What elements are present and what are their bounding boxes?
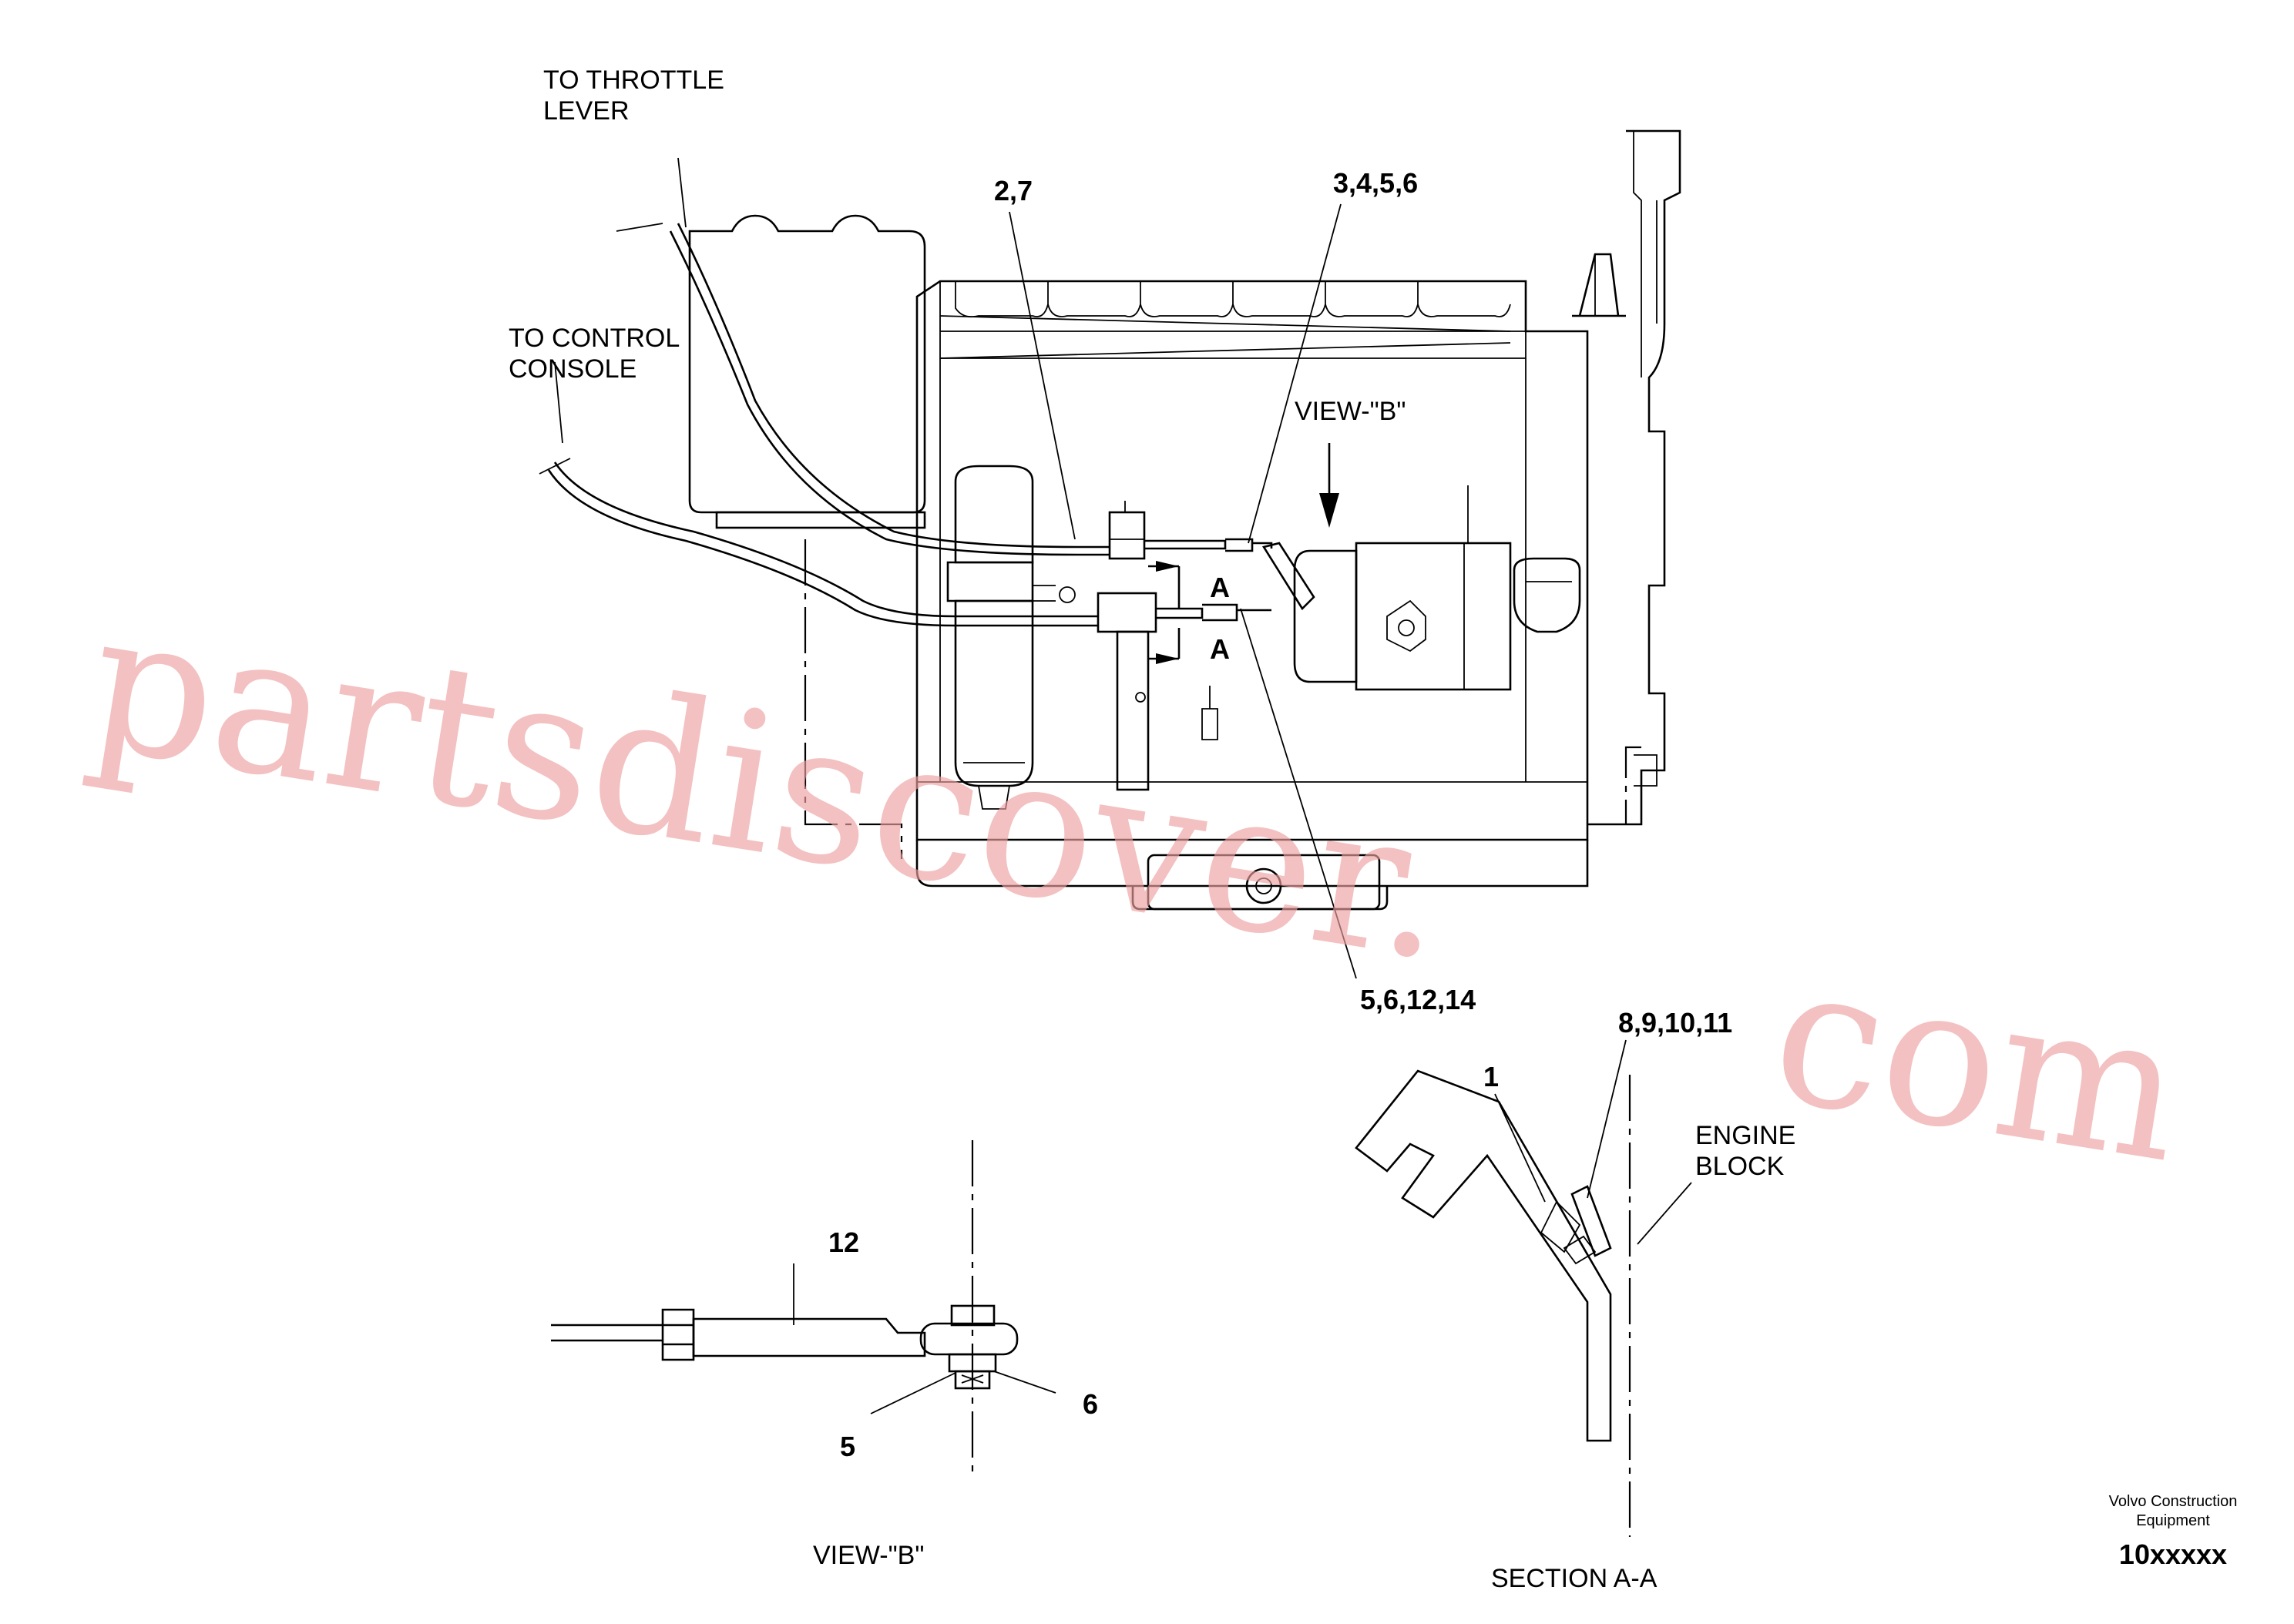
callout-8-9-10-11: 8,9,10,11 (1618, 1007, 1732, 1038)
leader-3-4-5-6 (1248, 203, 1342, 544)
engine-drawing (539, 129, 1681, 979)
leader-8-9-10-11 (1587, 1039, 1627, 1199)
label-engine: ENGINE (1695, 1121, 1795, 1150)
section-marker-a-bottom: A (1210, 633, 1230, 665)
cone-fitting (1572, 253, 1626, 317)
callout-5-6-12-14: 5,6,12,14 (1360, 984, 1476, 1015)
callout-12: 12 (828, 1226, 859, 1258)
exhaust-pipe-inner (1633, 131, 1658, 377)
brand-line-2: Equipment (2136, 1512, 2210, 1529)
leader-2-7 (1009, 211, 1076, 540)
callout-2-7: 2,7 (994, 175, 1033, 206)
throttle-cable-2 (669, 230, 1110, 556)
valve-cover (955, 281, 1511, 318)
section-marker-a-top: A (1210, 572, 1230, 603)
callout-6: 6 (1083, 1388, 1098, 1420)
pump-lever (1261, 542, 1315, 611)
brand-line-1: Volvo Construction (2109, 1493, 2238, 1510)
label-block: BLOCK (1695, 1152, 1785, 1181)
caption-view-b: VIEW-"B" (813, 1541, 924, 1570)
section-a-markers (1148, 561, 1181, 664)
drain-plug-inner (1255, 877, 1272, 894)
watermark-line-1: partsdiscover. (76, 568, 1464, 1003)
control-cable (553, 461, 1098, 618)
reservoir-outline (688, 214, 926, 514)
injection-pump (1293, 485, 1581, 691)
label-to-control-2: CONSOLE (509, 354, 636, 384)
label-view-b-top: VIEW-"B" (1295, 397, 1406, 426)
bracket-hole (1135, 692, 1146, 703)
exhaust-pipe (1587, 129, 1681, 826)
view-b-arrowhead (1319, 493, 1339, 528)
tick-console (539, 458, 571, 475)
cable-end-lower (1156, 603, 1271, 622)
fuel-filter (946, 465, 1076, 810)
engine-block-outline (915, 280, 1589, 841)
callout-1: 1 (1483, 1061, 1499, 1092)
callout-3-4-5-6: 3,4,5,6 (1333, 167, 1418, 199)
watermark-line-2: com (1760, 921, 2197, 1206)
leader-5-6-12-14 (1240, 608, 1357, 979)
callout-5: 5 (840, 1431, 855, 1462)
cable-end-upper (1144, 538, 1273, 552)
centerline-frame (804, 539, 903, 859)
block-line (939, 315, 1511, 332)
label-to-control-1: TO CONTROL (509, 324, 680, 353)
oil-pan-lower (1147, 854, 1381, 911)
leader-5 (870, 1372, 956, 1414)
drain-plug (1245, 867, 1282, 904)
drawing-number: 10xxxxx (2119, 1538, 2227, 1570)
cable-bracket (1097, 501, 1157, 791)
leader-throttle (677, 157, 687, 228)
reservoir-base (715, 511, 926, 529)
tick-throttle (616, 223, 663, 232)
watermark: partsdiscover. com (76, 568, 2197, 1206)
label-to-throttle-2: LEVER (543, 96, 630, 126)
leader-engine-block (1637, 1182, 1692, 1245)
right-stub (1634, 754, 1658, 787)
label-to-throttle-1: TO THROTTLE (543, 65, 724, 95)
view-b-detail (551, 1140, 1056, 1475)
centerline-right (1624, 746, 1641, 824)
leader-6 (993, 1371, 1056, 1394)
caption-section-a-a: SECTION A-A (1491, 1564, 1658, 1593)
leader-1 (1494, 1093, 1546, 1203)
leader-console (554, 361, 563, 444)
throttle-cable (677, 223, 1110, 549)
control-cable-2 (547, 469, 1098, 627)
block-line (939, 342, 1511, 359)
sensor (1201, 686, 1218, 740)
section-a-a-detail (1355, 1039, 1692, 1537)
